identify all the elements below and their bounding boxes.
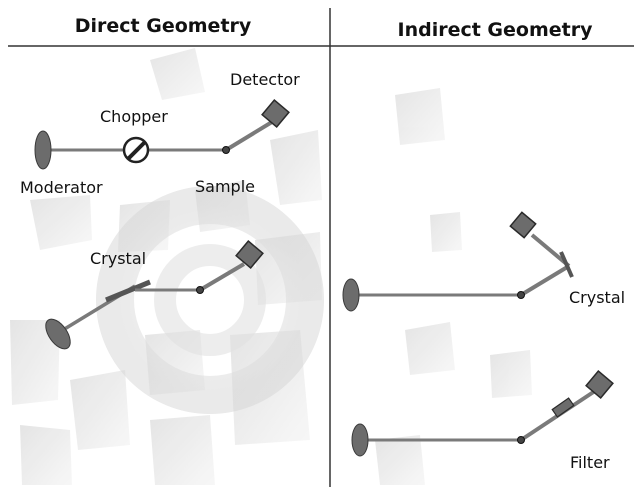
- sample-point: [517, 291, 525, 299]
- background-pattern: [10, 48, 532, 485]
- moderator-icon: [45, 318, 71, 350]
- direct-crystal-setup: Crystal: [45, 240, 264, 350]
- indirect-crystal-setup: Crystal: [342, 211, 625, 312]
- sample-point: [196, 286, 204, 294]
- detector-icon: [585, 370, 614, 399]
- moderator-icon: [342, 278, 360, 312]
- label-crystal: Crystal: [90, 249, 146, 268]
- scattered-beam: [224, 120, 274, 152]
- moderator-icon: [351, 423, 369, 457]
- moderator-icon: [34, 130, 52, 170]
- scattered-beam: [198, 262, 246, 292]
- sample-point: [222, 146, 230, 154]
- detector-icon: [261, 99, 290, 128]
- label-filter: Filter: [570, 453, 610, 472]
- sample-point: [517, 436, 525, 444]
- crystal-icon: [105, 279, 151, 303]
- direct-chopper-setup: Detector Chopper Moderator Sample: [20, 70, 300, 197]
- panel-title-indirect: Indirect Geometry: [398, 19, 594, 41]
- detector-icon: [235, 240, 264, 269]
- panel-title-direct: Direct Geometry: [75, 15, 252, 37]
- crystal-analyser-icon: [559, 251, 574, 278]
- indirect-filter-setup: Filter: [351, 370, 614, 472]
- label-chopper: Chopper: [100, 107, 168, 126]
- label-moderator: Moderator: [20, 178, 103, 197]
- scattered-beam: [519, 264, 571, 297]
- label-sample: Sample: [195, 177, 255, 196]
- detector-icon: [509, 211, 537, 239]
- label-crystal: Crystal: [569, 288, 625, 307]
- chopper-icon: [122, 136, 150, 164]
- label-detector: Detector: [230, 70, 300, 89]
- filter-icon: [551, 397, 575, 418]
